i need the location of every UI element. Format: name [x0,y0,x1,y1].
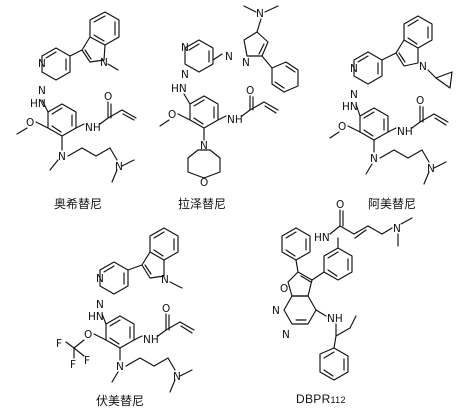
atom-nh: HN [314,232,330,244]
atom-n: N [419,61,427,73]
atom-f: F [56,338,62,350]
atom-n: N [100,57,108,69]
atom-o: O [338,121,346,133]
atom-n: N [58,151,66,163]
atom-o: O [246,85,254,97]
atom-f: F [84,355,90,367]
atom-n: N [370,153,378,165]
caption-dbpr112: DBPR112 [296,392,346,406]
atom-nh: HN [30,98,46,110]
atom-n: N [350,63,358,75]
molecule-furmonertinib: N N N HN O F F F NH O [56,227,195,393]
atom-n: N [96,273,104,285]
atom-n: N [181,42,189,54]
atom-o: O [336,199,344,211]
atom-nh: NH [327,313,343,325]
atom-o: O [84,329,92,341]
caption-dbpr112-main: DBPR [296,392,331,406]
atom-n: N [350,89,358,101]
atom-nh: NH [85,122,101,134]
atom-o: O [162,303,170,315]
molecule-lazertinib: N N N N N HN O NH [159,5,299,189]
atom-n: N [115,161,123,173]
atom-nh: HN [88,311,104,323]
atom-o: O [26,117,34,129]
atom-o: O [200,177,208,189]
atom-n: N [242,57,250,69]
atom-n: N [116,361,124,373]
atom-o: O [280,283,288,295]
molecule-osimertinib: N N N HN O NH O N [16,11,137,183]
atom-n: N [393,223,401,235]
molecule-aumolertinib: N N N HN O NH O N [329,15,453,185]
caption-osimertinib: 奥希替尼 [54,197,103,211]
caption-aumolertinib: 阿美替尼 [368,197,417,211]
atom-n: N [38,58,46,70]
atom-n: N [256,8,264,20]
atom-f: F [70,359,76,371]
atom-nh: HN [171,83,187,95]
atom-nh: NH [227,114,243,126]
caption-furmonertinib: 伏美替尼 [96,394,145,408]
atom-n: N [38,85,46,97]
caption-dbpr112-sub: 112 [330,395,346,405]
atom-o: O [416,95,424,107]
atom-nh: HN [342,101,358,113]
atom-nh: NH [143,334,159,346]
atom-nh: NH [397,126,413,138]
atom-n: N [181,69,189,81]
atom-o: O [168,109,176,121]
atom-n: N [427,163,435,175]
atom-n: N [161,274,169,286]
atom-n: N [173,371,181,383]
atom-n: N [200,140,208,152]
atom-o: O [104,91,112,103]
molecule-dbpr112: O N N NH HN O N [272,199,413,381]
caption-lazertinib: 拉泽替尼 [178,197,227,211]
atom-n: N [96,299,104,311]
atom-n: N [272,305,280,317]
atom-n: N [282,329,290,341]
atom-n: N [225,51,233,63]
